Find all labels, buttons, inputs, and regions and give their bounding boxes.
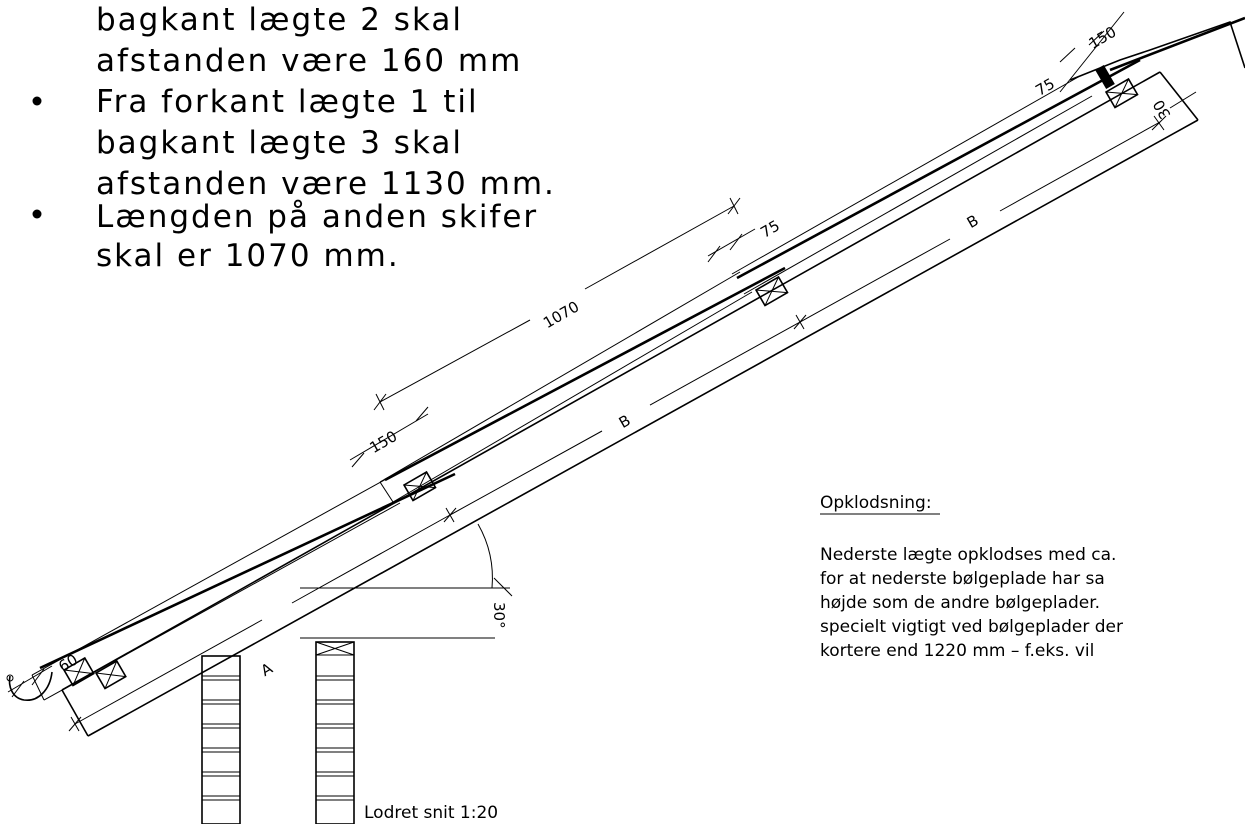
plate-label-b-top: B [964,211,982,232]
bullet-2 [32,209,42,219]
opklodsning-line-1: Nederste lægte opklodses med ca. [820,545,1116,565]
rafter [61,71,1199,737]
dimension-150-top-label: 150 [1086,23,1120,53]
note-line-1: afstanden være 160 mm [96,43,522,79]
opklodsning-line-4: specielt vigtigt ved bølgeplader der [820,617,1123,637]
note-line-3: bagkant lægte 3 skal [96,125,463,161]
dimension-1070-label: 1070 [540,297,582,332]
note-line-0: bagkant lægte 2 skal [96,2,463,38]
opklodsning-note: Opklodsning: Nederste lægte opklodses me… [820,493,1123,661]
batten-2 [94,659,127,690]
gutter [6,671,53,701]
batten-3 [402,470,437,502]
batten-5 [1104,77,1139,109]
brick-column-left [201,655,241,824]
opklodsning-heading: Opklodsning: [820,493,932,513]
dimension-75-top-label: 75 [1032,75,1058,100]
plate-label-a: A [258,659,277,680]
bullet-1 [32,96,42,106]
drawing-caption: Lodret snit 1:20 [364,803,498,823]
corrugated-sheets [31,16,1245,701]
brick-column-right [315,641,355,824]
angle-30: 30° [300,523,513,639]
opklodsning-line-2: for at nederste bølgeplade har sa [820,569,1105,589]
note-line-5: Længden på anden skifer [96,199,538,235]
batten-1 [62,656,95,687]
dimension-150-mid-label: 150 [367,427,401,457]
dimension-60: 60 [7,651,81,698]
dimension-75-mid-label: 75 [757,217,783,242]
batten-4 [754,275,789,307]
battens [62,77,1139,690]
dimension-150-mid: 150 [349,406,429,468]
angle-label: 30° [490,602,508,629]
note-line-6: skal er 1070 mm. [96,238,400,274]
opklodsning-line-3: højde som de andre bølgeplader. [820,593,1100,613]
note-line-2: Fra forkant lægte 1 til [96,84,479,120]
notes-block: bagkant lægte 2 skal afstanden være 160 … [32,2,556,274]
note-line-4: afstanden være 1130 mm. [96,166,556,202]
dimension-30-top-label: 30 [1149,97,1174,123]
opklodsning-line-5: kortere end 1220 mm – f.eks. vil [820,641,1094,661]
plate-label-b-mid: B [616,411,634,432]
dimension-75-mid: 75 [707,217,783,263]
